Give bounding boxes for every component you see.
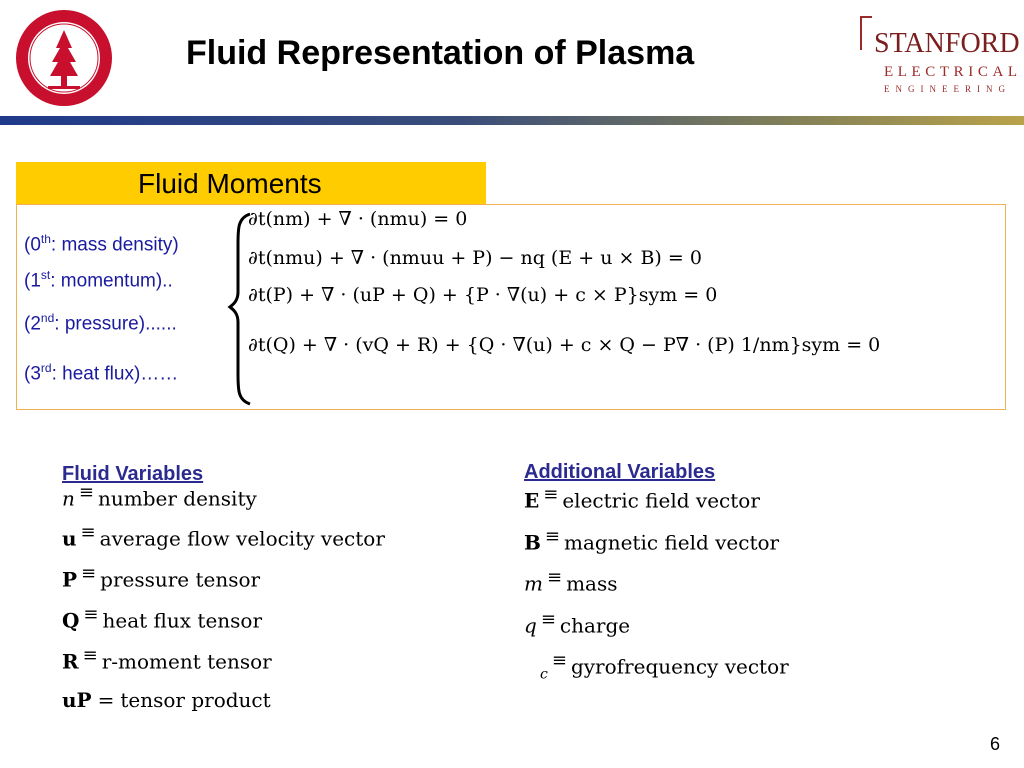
fluid-variable-Q: Q≡heat flux tensor [62,604,263,633]
additional-variable-m: m≡mass [524,567,618,596]
stanford-electrical-engineering-logo: STANFORD ELECTRICAL ENGINEERING [860,16,1020,96]
logo-line-1: STANFORD [874,28,1020,59]
stanford-seal-logo [16,10,112,106]
moments-tab-background [16,162,486,204]
logo-line-3: ENGINEERING [884,84,1011,94]
moment-label-2: (2nd: pressure)...... [24,311,177,335]
fluid-variable-uP: uP=tensor product [62,688,271,712]
fluid-variable-n: n≡number density [62,482,257,511]
left-brace-icon [227,212,251,406]
fluid-variable-u: u≡average flow velocity vector [62,522,385,551]
additional-variable-B: B≡magnetic field vector [524,526,780,555]
logo-corner-mark [860,16,872,50]
additional-variable-E: E≡electric field vector [524,484,760,513]
logo-line-2: ELECTRICAL [884,64,1022,80]
fluid-variables-heading: Fluid Variables [62,463,204,485]
fluid-variable-R: R≡r-moment tensor [62,645,272,674]
equation-mass: ∂t(nm) + ∇ · (nmu) = 0 [248,208,468,230]
additional-variables-heading: Additional Variables [524,461,716,483]
equation-heat-flux: ∂t(Q) + ∇ · (vQ + R) + {Q · ∇(u) + c × Q… [248,334,881,356]
additional-variable-c: c≡gyrofrequency vector [540,650,789,683]
additional-variable-q: q≡charge [524,609,631,638]
slide-title: Fluid Representation of Plasma [186,34,695,72]
header-divider [0,116,1024,125]
moments-box [16,204,1006,410]
fluid-variable-P: P≡pressure tensor [62,563,261,592]
equation-pressure: ∂t(P) + ∇ · (uP + Q) + {P · ∇(u) + c × P… [248,284,718,306]
moment-label-1: (1st: momentum).. [24,268,173,292]
moment-label-0: (0th: mass density) [24,232,179,256]
equation-momentum: ∂t(nmu) + ∇ · (nmuu + P) − nq (E + u × B… [248,247,702,269]
moment-label-3: (3rd: heat flux)…… [24,361,179,385]
moments-title: Fluid Moments [138,168,322,199]
page-number: 6 [989,734,1000,754]
